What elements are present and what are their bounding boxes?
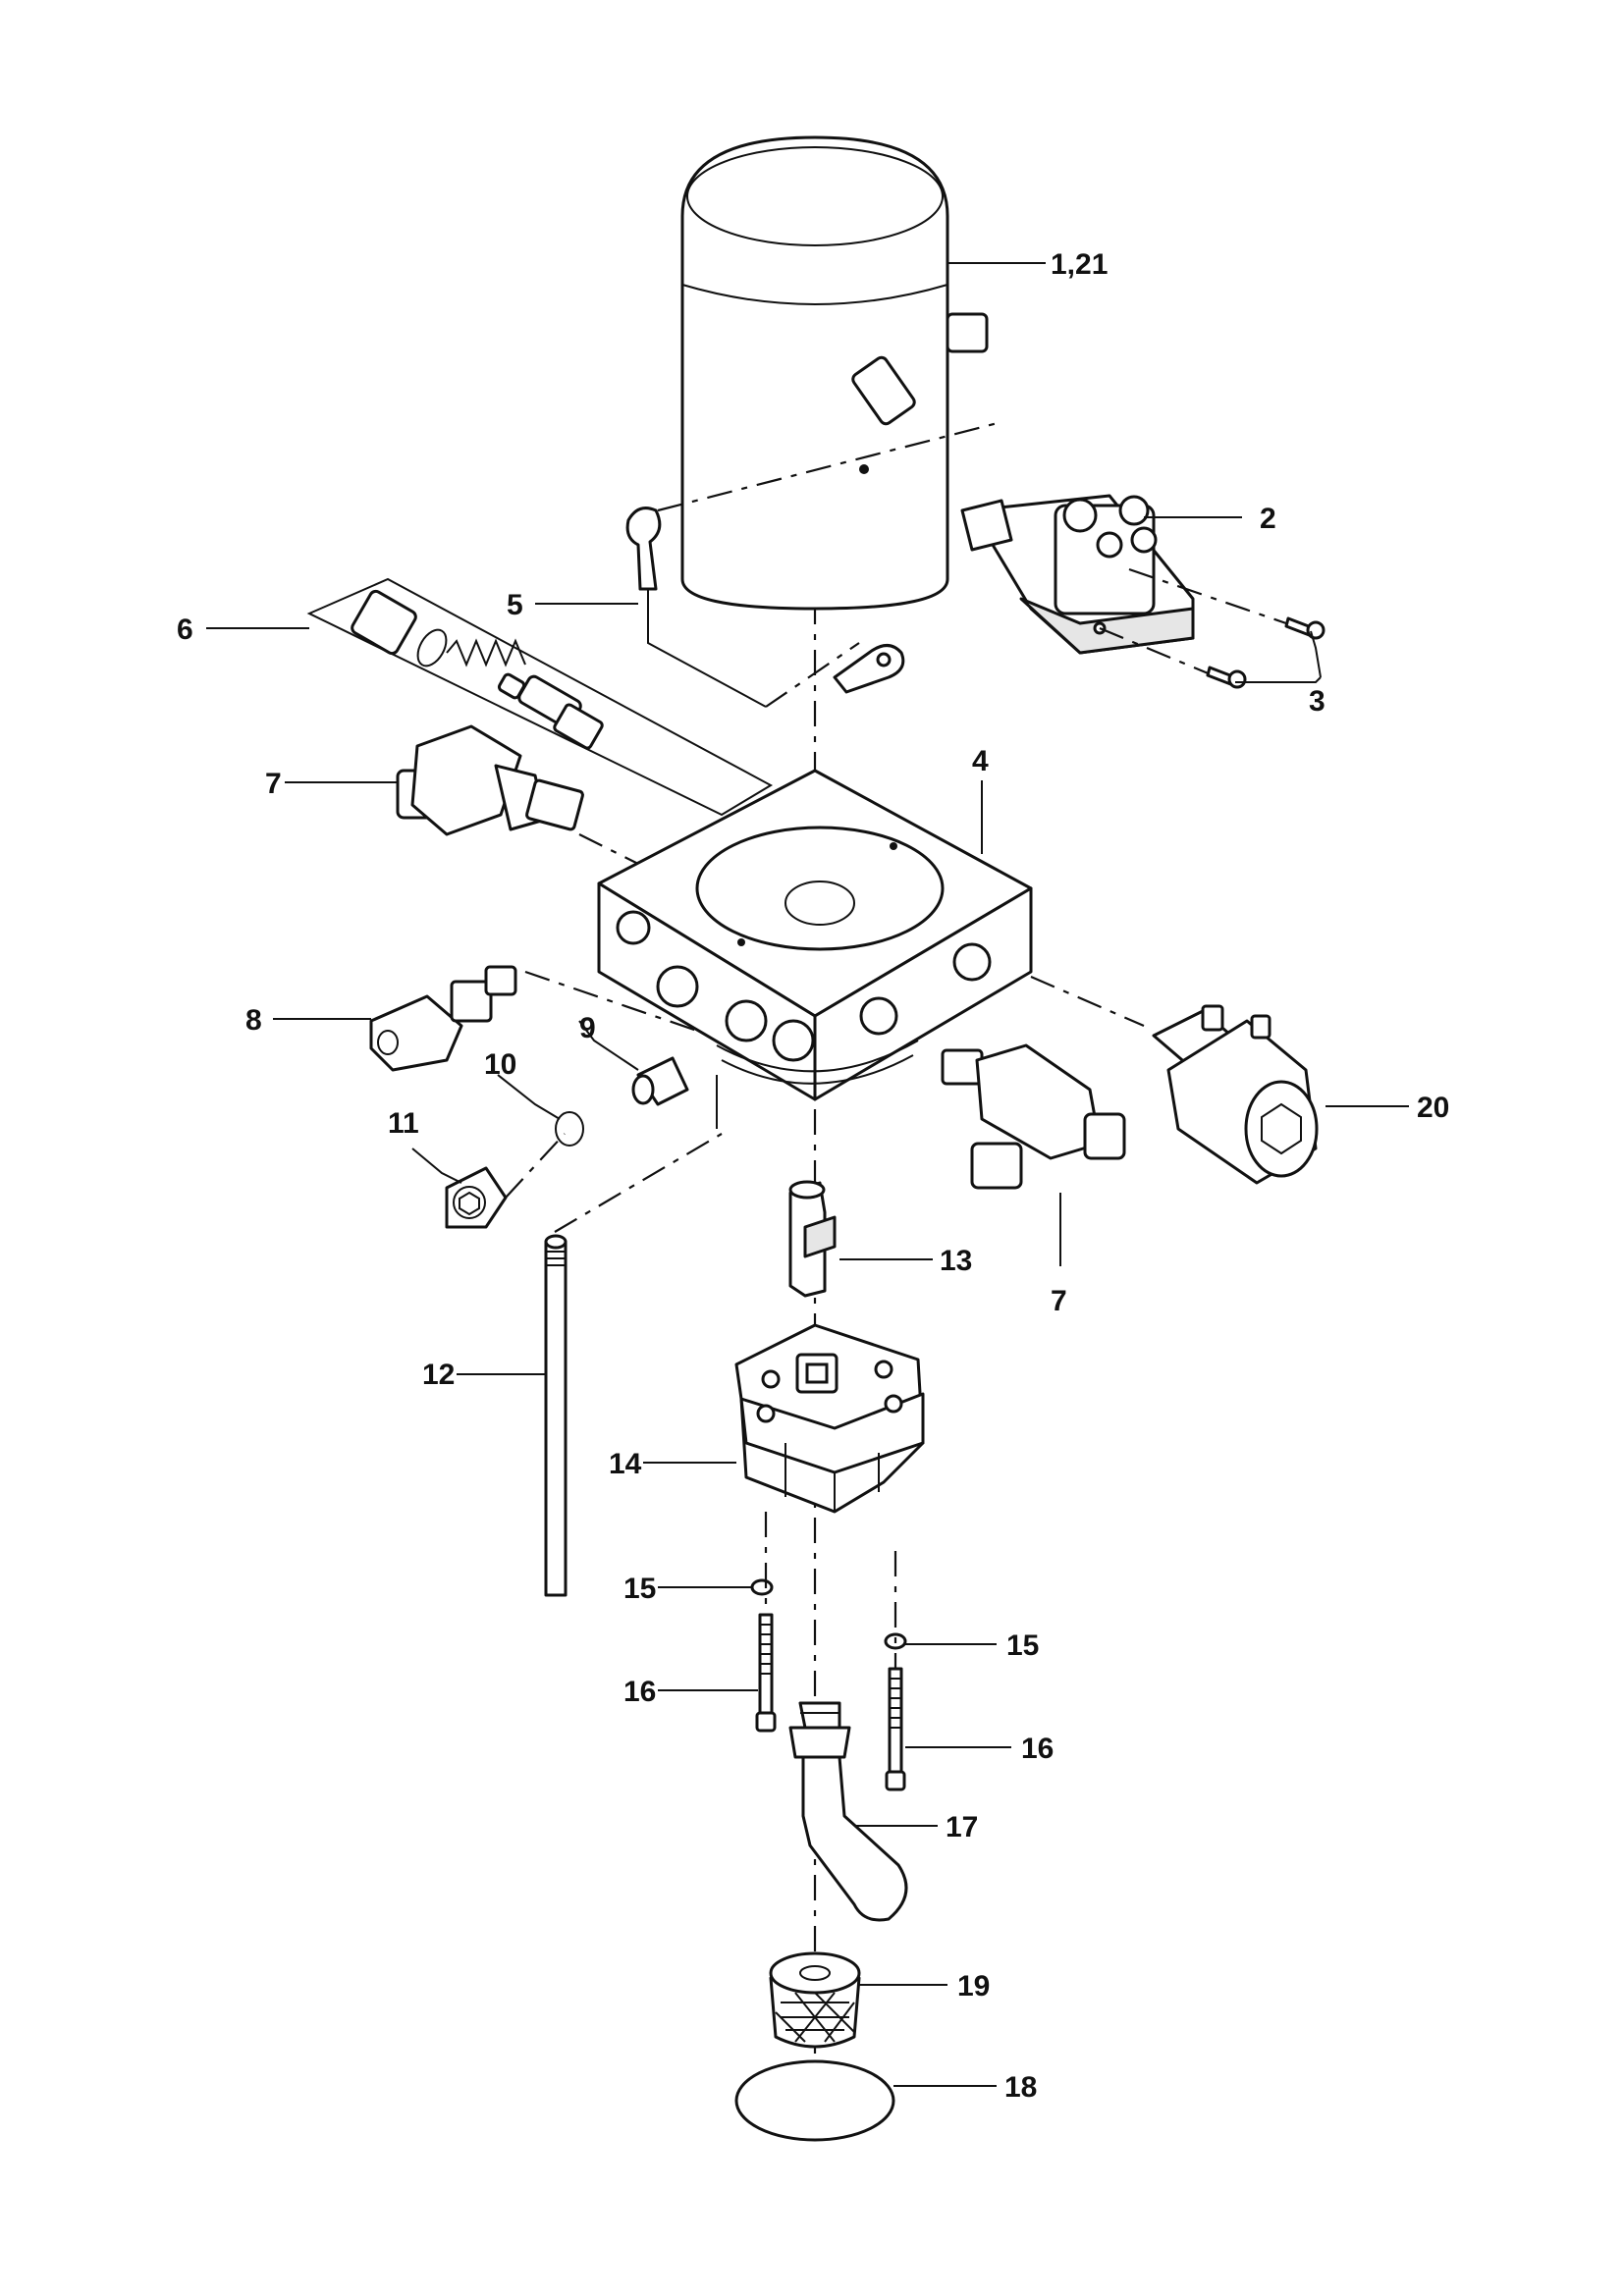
solenoid-valve-axis: [1030, 975, 1145, 1028]
shaft-coupling: [788, 1180, 837, 1298]
leader-lines: [206, 262, 1409, 2087]
ground-cable: [647, 420, 1002, 708]
callout-8: 8: [245, 1004, 262, 1037]
electric-motor: [625, 135, 989, 611]
washer-left: [750, 1578, 774, 1596]
callout-7-lower: 7: [1051, 1285, 1067, 1317]
pressure-valve: [369, 965, 517, 1072]
hex-plug: [445, 1166, 508, 1229]
callout-17: 17: [946, 1811, 978, 1843]
callout-16-left: 16: [623, 1676, 656, 1708]
suction-tube: [544, 1234, 568, 1597]
callout-5: 5: [507, 589, 523, 621]
callout-19: 19: [957, 1970, 990, 2002]
solenoid-switch: [960, 494, 1195, 655]
callout-20: 20: [1417, 1092, 1449, 1124]
plug: [631, 1056, 689, 1106]
callout-12: 12: [422, 1359, 455, 1391]
callout-6: 6: [177, 614, 193, 646]
callout-14: 14: [609, 1448, 642, 1480]
o-ring: [555, 1111, 584, 1147]
gear-pump: [734, 1323, 925, 1514]
filter-disc: [734, 2059, 895, 2142]
callout-2: 2: [1260, 503, 1276, 535]
callout-7-upper: 7: [265, 768, 282, 800]
callout-11: 11: [388, 1107, 419, 1140]
check-valve-lower: [941, 1043, 1126, 1190]
bolt-right: [885, 1667, 906, 1791]
callout-3: 3: [1309, 685, 1325, 718]
callout-15-right: 15: [1006, 1629, 1039, 1662]
callout-10: 10: [484, 1048, 516, 1081]
callout-15-left: 15: [623, 1573, 656, 1605]
plug-axis: [505, 1133, 566, 1199]
screw-axis-line-2: [1099, 626, 1218, 679]
callout-4: 4: [972, 745, 989, 777]
callout-18: 18: [1004, 2071, 1037, 2104]
mounting-screws: [1206, 616, 1325, 689]
pressure-switch-axis: [524, 970, 698, 1033]
solenoid-coil: [1152, 1004, 1319, 1185]
relief-valve-kit: [306, 577, 774, 817]
valve-block: [597, 769, 1033, 1101]
callout-9: 9: [579, 1012, 596, 1044]
suction-strainer: [769, 1951, 861, 2049]
suction-tube-axis: [554, 1133, 723, 1233]
callout-16-right: 16: [1021, 1733, 1054, 1765]
check-valve-upper: [396, 724, 649, 870]
screw-axis-line: [1128, 567, 1287, 625]
callout-1-21: 1,21: [1051, 248, 1108, 281]
callout-13: 13: [940, 1245, 972, 1277]
suction-elbow: [788, 1701, 908, 1922]
bolt-left: [755, 1613, 777, 1733]
